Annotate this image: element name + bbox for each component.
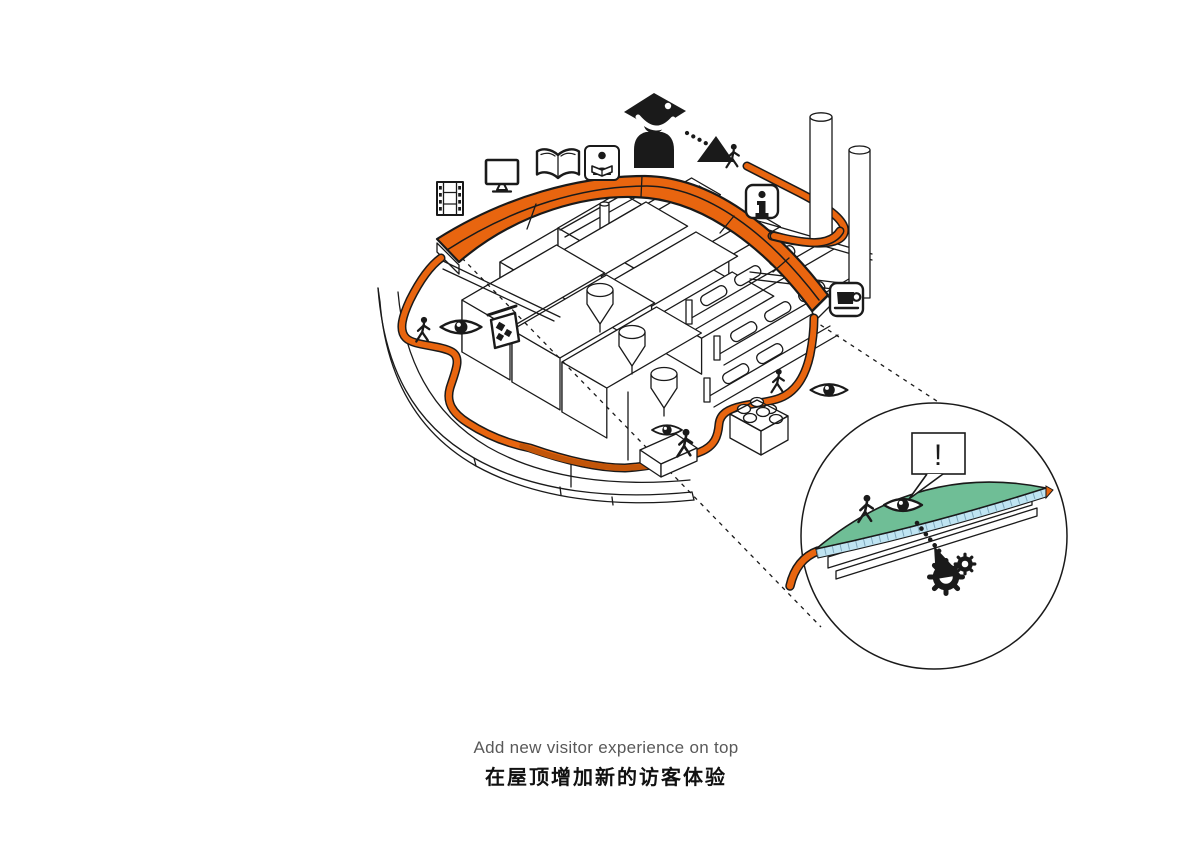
ribbon-tail-and-chimneys	[742, 112, 871, 299]
dotted-arrow	[684, 130, 714, 149]
chimney-left	[809, 112, 833, 240]
caption-chinese: 在屋顶增加新的访客体验	[485, 767, 727, 789]
eye-icon	[882, 497, 924, 513]
open-book-icon	[535, 148, 581, 180]
eye-icon	[651, 424, 683, 436]
plaza-plinth	[377, 287, 695, 506]
crate-of-barrels-icon	[729, 396, 789, 456]
graduate-icon	[624, 93, 686, 168]
walking-person-icon	[725, 142, 740, 169]
chimney-right	[848, 145, 871, 299]
triangle-arrow-icon	[697, 136, 734, 162]
caption-english: Add new visitor experience on top	[473, 738, 739, 757]
orange-roof-band	[435, 174, 834, 322]
gears-icon	[927, 552, 977, 596]
eye-icon	[809, 383, 849, 397]
coffee-icon	[828, 281, 865, 318]
alert-label: !	[934, 439, 942, 472]
monitor-icon	[484, 158, 520, 193]
waste-items-icon	[486, 304, 521, 350]
caption: Add new visitor experience on top 在屋顶增加新…	[306, 738, 906, 790]
eye-icon	[439, 319, 483, 335]
film-strip-icon	[436, 181, 464, 216]
info-icon	[744, 183, 780, 220]
exclamation-callout: !	[908, 432, 966, 500]
walking-person-icon	[415, 315, 431, 343]
reading-person-icon	[584, 145, 620, 181]
callout-dashed-lines	[461, 257, 950, 628]
hopper-funnels	[586, 282, 678, 417]
detail-circle: !	[785, 402, 1068, 670]
